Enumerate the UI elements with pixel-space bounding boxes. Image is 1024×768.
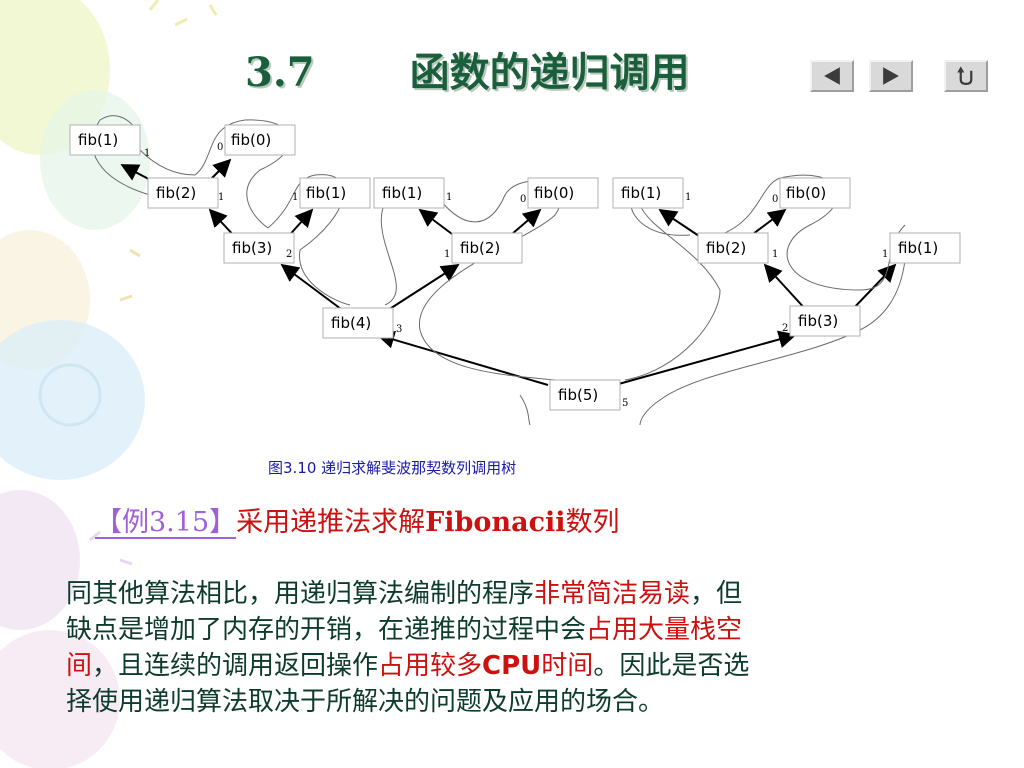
execution-flow-curves <box>91 115 906 426</box>
figure-caption: 图3.10 递归求解斐波那契数列调用树 <box>268 459 517 477</box>
node-label: fib(2) <box>156 184 196 202</box>
node-label: fib(0) <box>534 184 574 202</box>
slide-title-text: 函数的递归调用 <box>409 49 690 96</box>
node-return-value: 0 <box>217 142 223 153</box>
tree-node: fib(1) <box>889 232 961 264</box>
node-label: fib(3) <box>232 239 272 257</box>
tree-node: fib(3) <box>789 305 861 337</box>
node-label: fib(0) <box>786 184 826 202</box>
node-return-value: 0 <box>772 194 778 205</box>
node-label: fib(1) <box>306 184 346 202</box>
node-return-value: 1 <box>218 192 224 203</box>
call-edge <box>614 330 797 386</box>
node-return-value: 1 <box>446 192 452 203</box>
node-label: fib(5) <box>558 386 598 404</box>
node-return-value: 2 <box>782 323 788 334</box>
node-label: fib(1) <box>621 184 661 202</box>
node-label: fib(2) <box>706 239 746 257</box>
node-return-value: 1 <box>444 249 450 260</box>
node-return-value: 1 <box>292 192 298 203</box>
node-return-value: 3 <box>396 324 402 335</box>
node-label: fib(4) <box>331 314 371 332</box>
paragraph-line: 间，且连续的调用返回操作占用较多CPU时间。因此是否选 <box>66 651 750 681</box>
tree-node: fib(0) <box>527 177 599 209</box>
node-return-value: 5 <box>622 398 628 409</box>
paragraph-line: 择使用递归算法取决于所解决的问题及应用的场合。 <box>66 687 665 717</box>
next-slide-button[interactable] <box>869 60 913 92</box>
node-label: fib(3) <box>798 312 838 330</box>
call-edge <box>280 263 346 313</box>
node-label: fib(1) <box>78 131 118 149</box>
call-edge <box>376 330 549 386</box>
node-return-value: 0 <box>520 194 526 205</box>
slide-title: 3.7 函数的递归调用 <box>245 40 690 98</box>
tree-node: fib(0) <box>224 124 296 156</box>
node-return-value: 1 <box>772 249 778 260</box>
explanation-paragraph: 同其他算法相比，用递归算法编制的程序非常简洁易读，但 缺点是增加了内存的开销，在… <box>66 576 966 720</box>
prev-slide-button[interactable] <box>810 60 854 92</box>
tree-node: fib(4) <box>322 307 394 339</box>
node-return-value: 1 <box>685 192 691 203</box>
tree-node: fib(2) <box>697 232 769 264</box>
call-edges <box>120 158 897 386</box>
tree-node: fib(2) <box>147 177 219 209</box>
call-edge <box>384 264 460 313</box>
example-title: 采用递推法求解Fibonacii数列 <box>236 507 620 538</box>
node-return-value: 1 <box>144 148 150 159</box>
node-return-value: 1 <box>882 249 888 260</box>
node-label: fib(2) <box>460 239 500 257</box>
right-triangle-icon <box>883 67 899 85</box>
left-triangle-icon <box>824 67 840 85</box>
u-turn-icon <box>957 66 973 85</box>
tree-node: fib(2) <box>451 232 523 264</box>
paragraph-line: 同其他算法相比，用递归算法编制的程序非常简洁易读，但 <box>66 579 743 609</box>
node-label: fib(0) <box>231 131 271 149</box>
node-label: fib(1) <box>898 239 938 257</box>
example-heading: 【例3.15】采用递推法求解Fibonacii数列 <box>95 500 620 539</box>
tree-node: fib(5) <box>549 379 621 411</box>
example-link[interactable]: 【例3.15】 <box>95 507 237 538</box>
node-label: fib(1) <box>382 184 422 202</box>
tree-node: fib(0) <box>779 177 851 209</box>
tree-node: fib(1) <box>299 177 371 209</box>
tree-node: fib(1) <box>612 177 684 209</box>
tree-node: fib(3) <box>223 232 295 264</box>
paragraph-line: 缺点是增加了内存的开销，在递推的过程中会占用大量栈空 <box>66 615 743 645</box>
tree-node: fib(1) <box>69 124 141 156</box>
call-edge <box>763 263 809 313</box>
return-button[interactable] <box>944 60 988 92</box>
node-return-value: 2 <box>286 249 292 260</box>
section-number: 3.7 <box>245 49 315 96</box>
fibonacci-call-tree: fib(1) 1 fib(0) 0 fib(2) 1 fib(1) 1 fib(… <box>69 115 961 426</box>
tree-node: fib(1) <box>373 177 445 209</box>
